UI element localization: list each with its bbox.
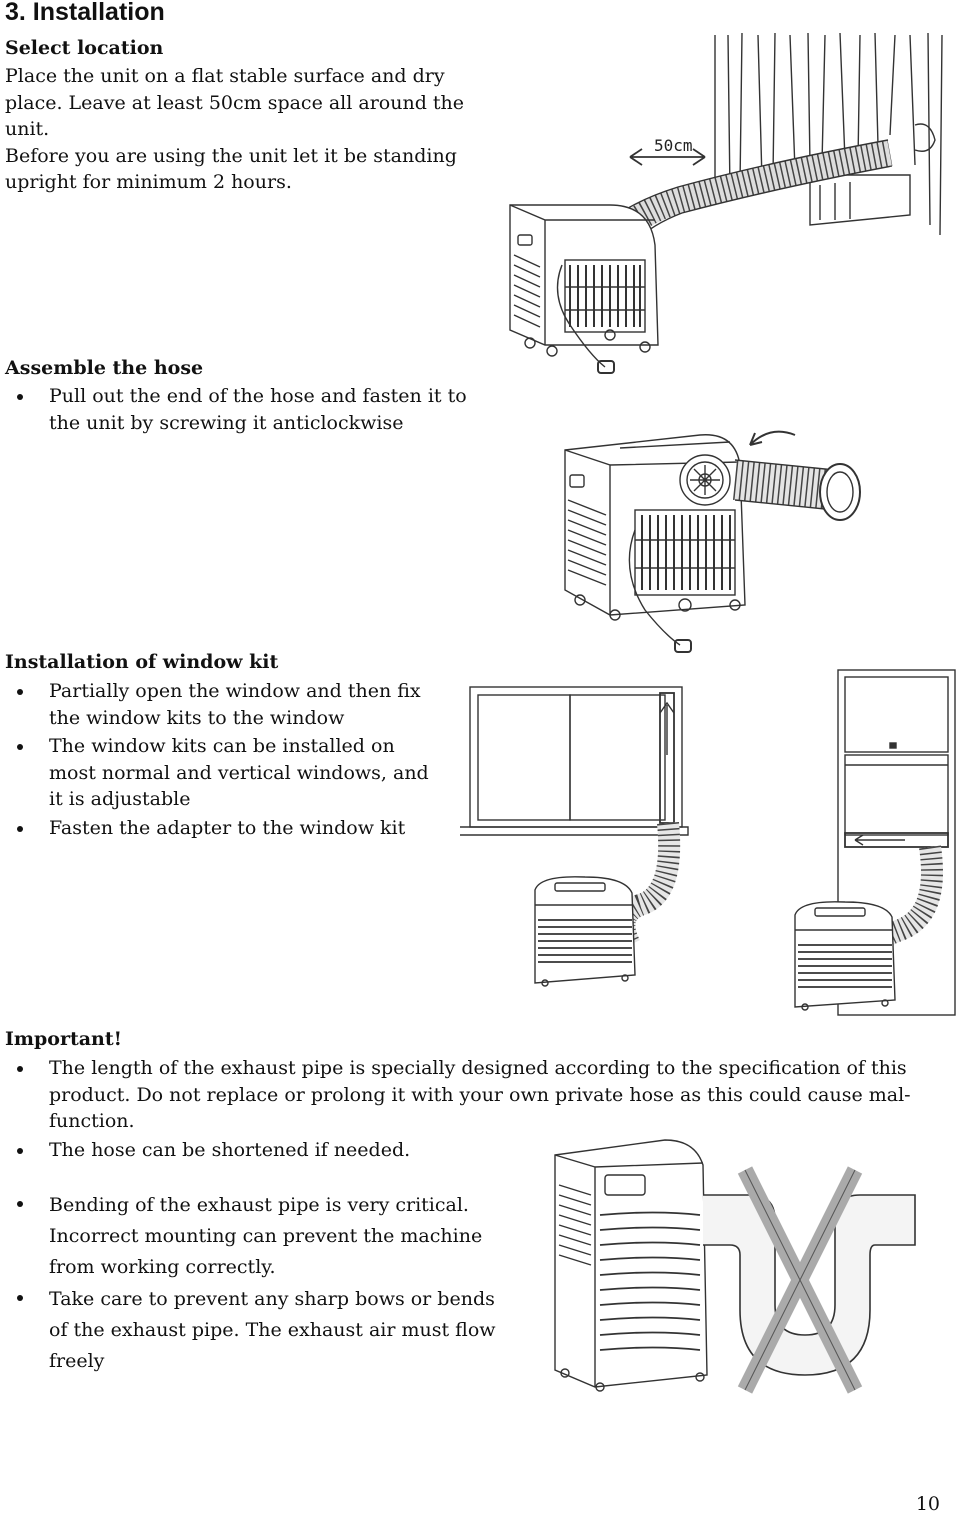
window-kit-figure — [460, 669, 956, 1016]
text-line: most normal and vertical windows, and — [49, 761, 429, 784]
list-item: Pull out the end of the hose and fasten … — [5, 383, 475, 436]
text-line: Before you are using the unit let it be … — [5, 144, 457, 167]
important-list: The length of the exhaust pipe is specia… — [5, 1055, 940, 1163]
text-line: The hose can be shortened if needed. — [49, 1138, 411, 1161]
text-line: the window kits to the window — [49, 706, 345, 729]
text-line: place. Leave at least 50cm space all aro… — [5, 91, 465, 114]
list-item: Fasten the adapter to the window kit — [5, 815, 465, 842]
window-kit-heading: Installation of window kit — [5, 651, 279, 673]
important-heading: Important! — [5, 1028, 122, 1050]
page-number: 10 — [915, 1493, 940, 1515]
text-line: Fasten the adapter to the window kit — [49, 816, 406, 839]
text-line: unit. — [5, 118, 50, 140]
list-item: The window kits can be installed on most… — [5, 733, 465, 813]
text-line: Bending of the exhaust pipe is very crit… — [49, 1194, 469, 1216]
text-line: Place the unit on a flat stable surface … — [5, 65, 445, 87]
text-line: Partially open the window and then fix — [49, 680, 421, 702]
text-line: function. — [49, 1110, 135, 1132]
text-line: Incorrect mounting can prevent the machi… — [49, 1225, 483, 1247]
text-line: The length of the exhaust pipe is specia… — [49, 1057, 907, 1079]
list-item: The length of the exhaust pipe is specia… — [5, 1055, 940, 1135]
hose-assembly-figure — [564, 430, 861, 653]
select-location-text: Place the unit on a flat stable surface … — [5, 63, 475, 196]
text-line: of the exhaust pipe. The exhaust air mus… — [49, 1319, 496, 1341]
list-item: Bending of the exhaust pipe is very crit… — [5, 1190, 525, 1283]
select-location-heading: Select location — [5, 37, 164, 59]
text-line: product. Do not replace or prolong it wi… — [49, 1083, 911, 1106]
bending-list: Bending of the exhaust pipe is very crit… — [5, 1190, 525, 1377]
text-line: Take care to prevent any sharp bows or b… — [49, 1288, 495, 1310]
distance-label: 50cm — [654, 136, 693, 155]
unit-window-figure — [509, 32, 943, 374]
text-line: The window kits can be installed on — [49, 735, 395, 757]
text-line: upright for minimum 2 hours. — [5, 171, 292, 193]
list-item: Take care to prevent any sharp bows or b… — [5, 1284, 525, 1377]
list-item: The hose can be shortened if needed. — [5, 1137, 940, 1164]
assemble-hose-list: Pull out the end of the hose and fasten … — [5, 383, 475, 436]
text-line: Pull out the end of the hose and fasten … — [49, 385, 467, 407]
text-line: the unit by screwing it anticlockwise — [49, 411, 404, 434]
window-kit-list: Partially open the window and then fix t… — [5, 678, 465, 841]
text-line: freely — [49, 1350, 105, 1372]
section-title: 3. Installation — [5, 0, 165, 26]
bent-pipe-figure — [554, 1139, 916, 1394]
assemble-hose-heading: Assemble the hose — [5, 357, 204, 379]
text-line: it is adjustable — [49, 788, 191, 810]
list-item: Partially open the window and then fix t… — [5, 678, 465, 731]
text-line: from working correctly. — [49, 1256, 276, 1278]
